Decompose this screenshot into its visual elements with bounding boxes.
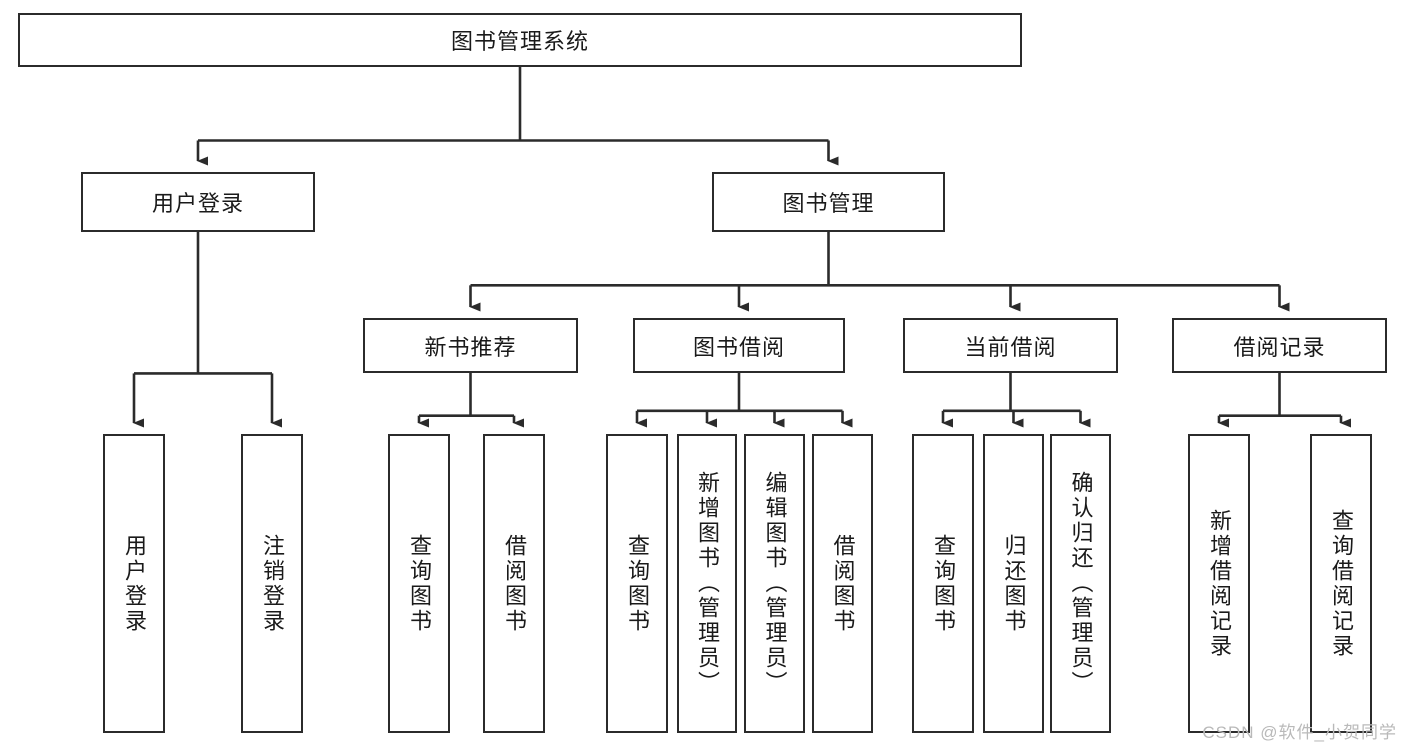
leaf-borrow-query-book-label: 查询图书	[625, 533, 650, 634]
node-current-borrow-label: 当前借阅	[964, 334, 1057, 360]
leaf-current-return-book[interactable]: 归还图书	[983, 434, 1044, 733]
node-new-book-recommend[interactable]: 新书推荐	[363, 318, 578, 373]
leaf-newbook-query-book[interactable]: 查询图书	[388, 434, 450, 733]
node-root[interactable]: 图书管理系统	[18, 13, 1022, 67]
node-user-login-module[interactable]: 用户登录	[81, 172, 315, 232]
leaf-borrow-edit-book[interactable]: 编辑图书（管理员）	[744, 434, 805, 733]
node-borrow-record[interactable]: 借阅记录	[1172, 318, 1387, 373]
leaf-user-login[interactable]: 用户登录	[103, 434, 165, 733]
node-book-borrow-label: 图书借阅	[692, 334, 785, 360]
node-book-management-module-label: 图书管理	[782, 191, 875, 216]
node-user-login-module-label: 用户登录	[151, 191, 244, 216]
leaf-newbook-query-book-label: 查询图书	[407, 533, 432, 634]
leaf-user-logout-label: 注销登录	[260, 533, 285, 634]
node-book-management-module[interactable]: 图书管理	[712, 172, 945, 232]
leaf-borrow-borrow-book-label: 借阅图书	[830, 533, 856, 634]
leaf-user-logout[interactable]: 注销登录	[241, 434, 303, 733]
node-new-book-recommend-label: 新书推荐	[424, 334, 517, 360]
leaf-newbook-borrow-book[interactable]: 借阅图书	[483, 434, 545, 733]
leaf-borrow-add-book-label: 新增图书（管理员）	[695, 471, 720, 696]
leaf-current-query-book-label: 查询图书	[931, 533, 956, 634]
node-root-label: 图书管理系统	[450, 29, 589, 54]
leaf-user-login-label: 用户登录	[122, 533, 147, 634]
leaf-borrow-edit-book-label: 编辑图书（管理员）	[762, 471, 788, 696]
leaf-record-query-record[interactable]: 查询借阅记录	[1310, 434, 1372, 733]
leaf-current-confirm-return[interactable]: 确认归还（管理员）	[1050, 434, 1111, 733]
leaf-newbook-borrow-book-label: 借阅图书	[502, 533, 527, 634]
node-book-borrow[interactable]: 图书借阅	[633, 318, 845, 373]
node-current-borrow[interactable]: 当前借阅	[903, 318, 1118, 373]
leaf-borrow-borrow-book[interactable]: 借阅图书	[812, 434, 873, 733]
leaf-borrow-add-book[interactable]: 新增图书（管理员）	[677, 434, 737, 733]
leaf-record-add-record-label: 新增借阅记录	[1207, 508, 1232, 659]
leaf-record-query-record-label: 查询借阅记录	[1329, 508, 1354, 659]
leaf-current-query-book[interactable]: 查询图书	[912, 434, 974, 733]
leaf-borrow-query-book[interactable]: 查询图书	[606, 434, 668, 733]
leaf-record-add-record[interactable]: 新增借阅记录	[1188, 434, 1250, 733]
leaf-current-return-book-label: 归还图书	[1001, 533, 1027, 634]
watermark-text: CSDN @软件_小贺同学	[1202, 723, 1397, 742]
node-borrow-record-label: 借阅记录	[1233, 334, 1326, 360]
leaf-current-confirm-return-label: 确认归还（管理员）	[1068, 471, 1094, 696]
